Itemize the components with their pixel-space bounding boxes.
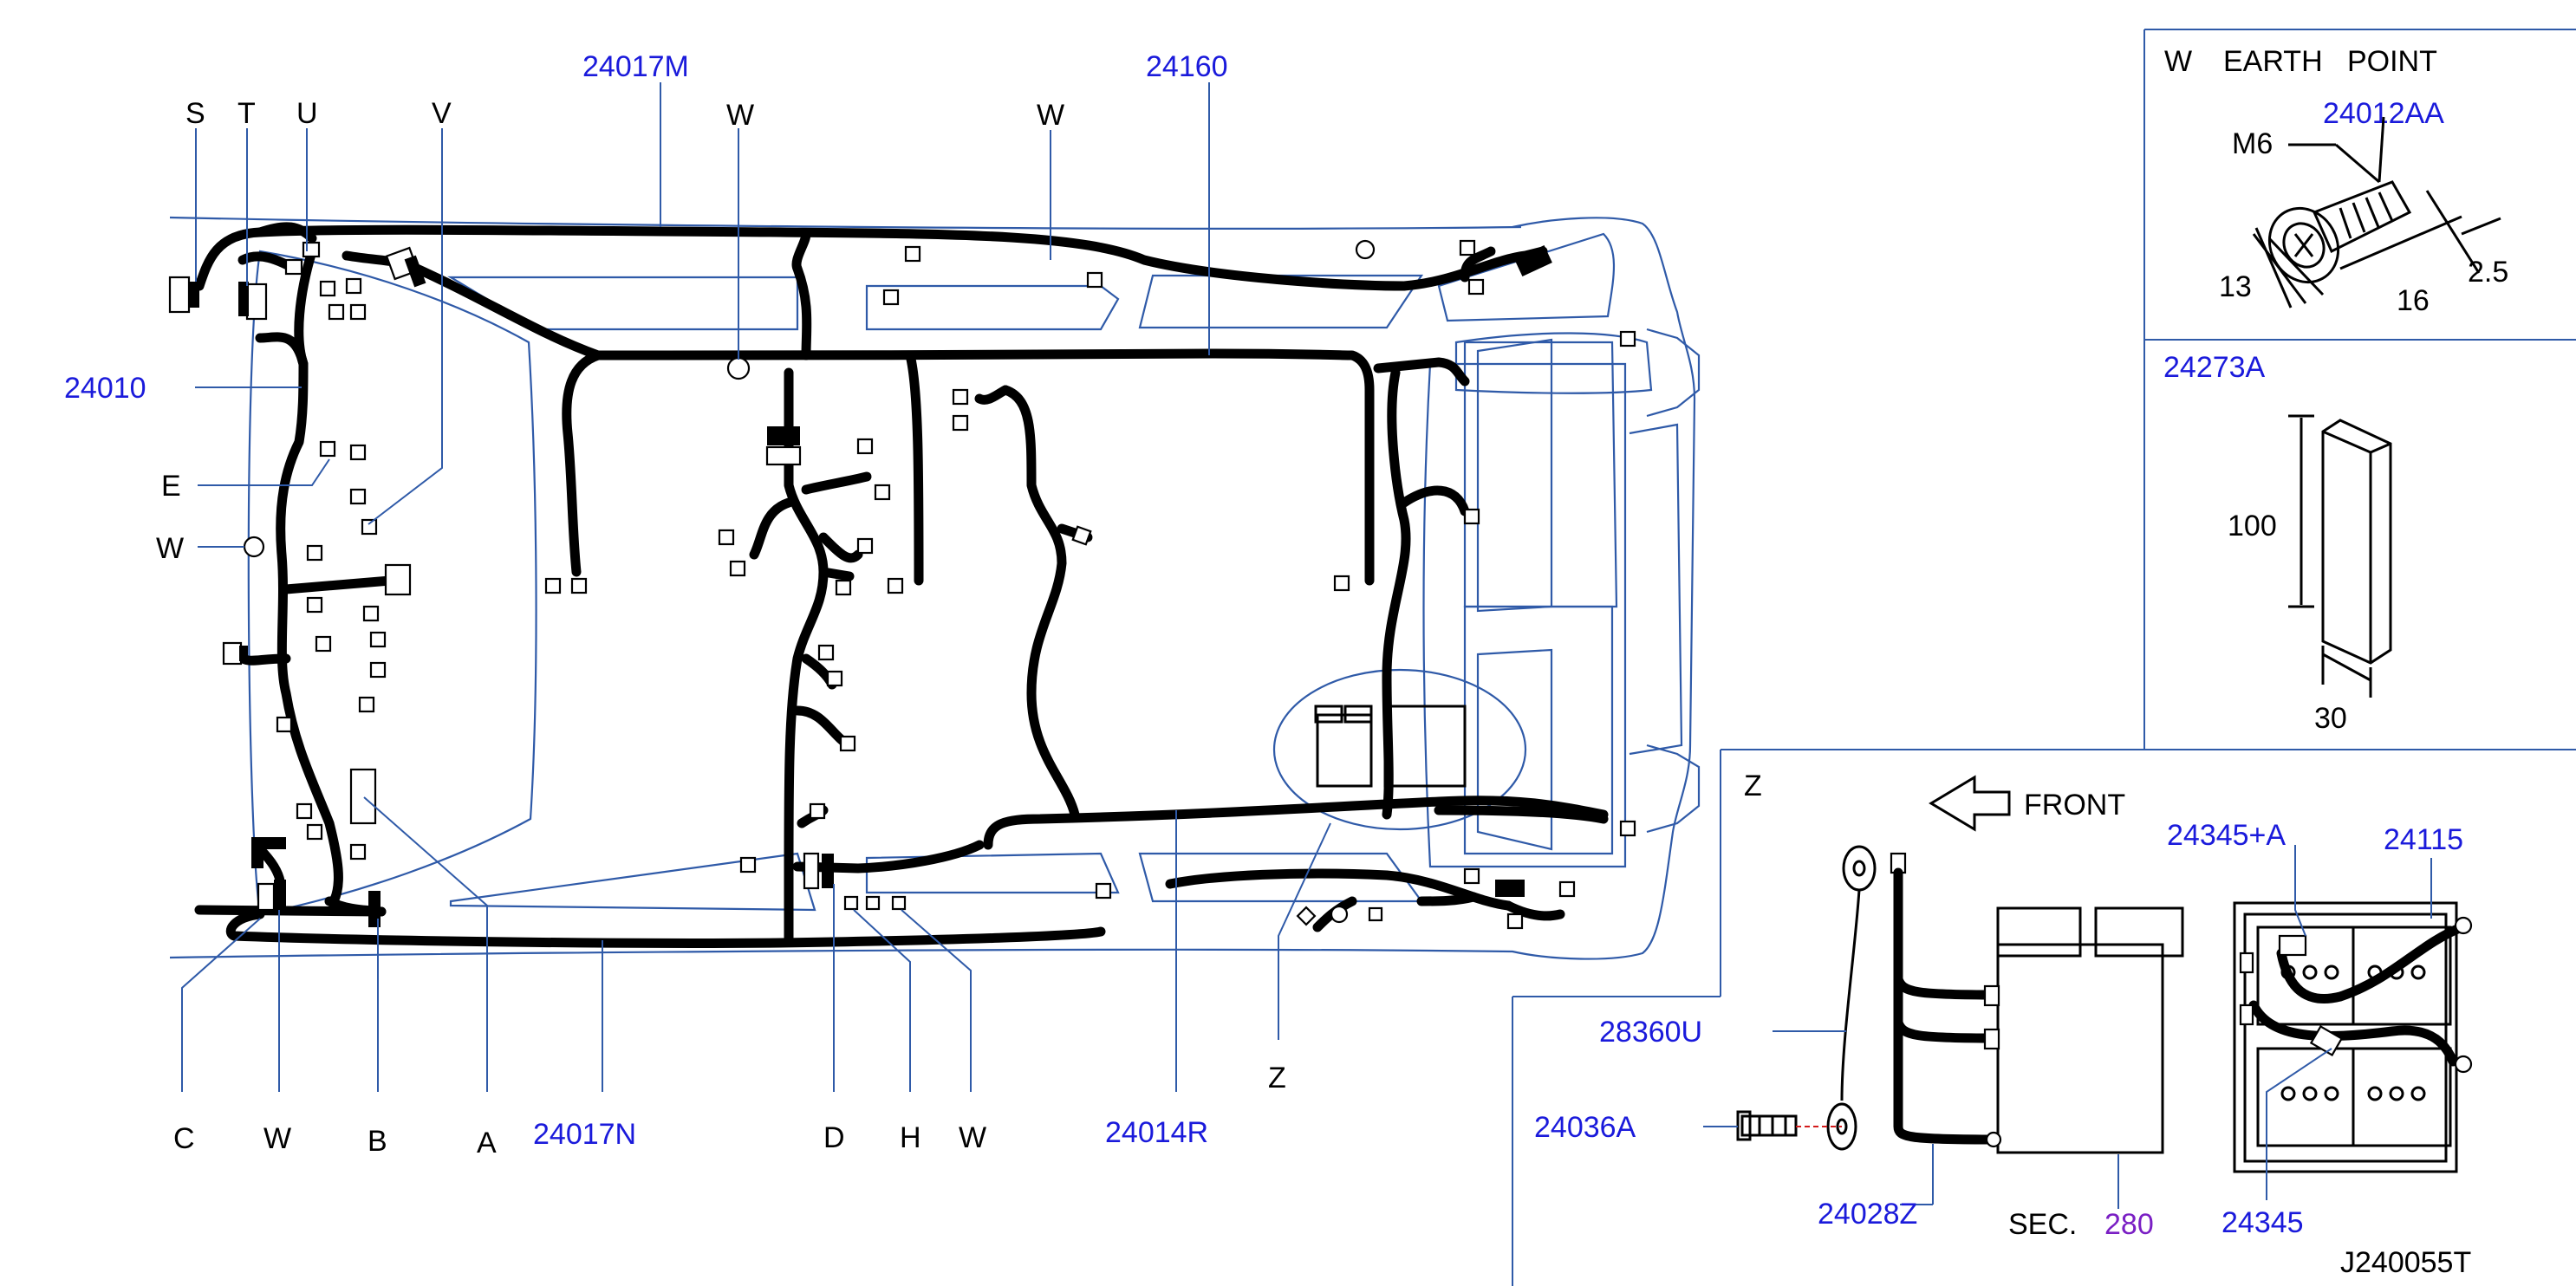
label-S: S: [185, 97, 205, 130]
label-T: T: [237, 97, 256, 130]
detail-z-block-1: [1316, 713, 1373, 788]
label-D: D: [823, 1121, 845, 1154]
label-W-left: W: [156, 532, 184, 565]
battery-cell-circles: [2280, 964, 2426, 1101]
front-arrow-icon: [1929, 775, 2011, 832]
detail-z-panel: Z FRONT 28360U 24036A 24028Z: [1512, 750, 2473, 1286]
dim-13: 13: [2219, 270, 2252, 303]
label-V: V: [432, 97, 452, 130]
harness-24160: [402, 229, 1470, 586]
label-24010: 24010: [64, 372, 146, 405]
sec-number-280: 280: [2104, 1208, 2154, 1241]
label-C: C: [173, 1122, 195, 1155]
dim-100: 100: [2228, 510, 2277, 542]
earth-bolt-drawing: [2252, 180, 2501, 309]
label-W-top-right: W: [1037, 99, 1064, 132]
dim-16: 16: [2397, 284, 2430, 317]
detail-z-letter: Z: [1744, 770, 1762, 802]
earth-point-title: EARTH POINT: [2223, 45, 2437, 78]
label-24345-A: 24345+A: [2167, 819, 2286, 852]
label-28360U: 28360U: [1599, 1016, 1702, 1049]
diagram-code: J240055T: [2340, 1246, 2471, 1279]
label-24028Z: 24028Z: [1818, 1198, 1917, 1231]
label-24036A: 24036A: [1534, 1111, 1636, 1144]
label-W-bottom: W: [263, 1122, 291, 1155]
detail-z-block-1-tab: [1314, 705, 1343, 724]
label-U: U: [296, 97, 318, 130]
front-label: FRONT: [2024, 789, 2125, 822]
harness-24014R: [974, 385, 1609, 850]
main-view-leaders: [181, 82, 1331, 1092]
earth-point-panel: W EARTH POINT 24012AA M6 13 16 2.5: [1721, 29, 2576, 750]
label-24115: 24115: [2384, 823, 2463, 856]
label-24017N: 24017N: [533, 1118, 636, 1151]
label-M6: M6: [2232, 127, 2273, 160]
earth-point-letter: W: [2164, 45, 2192, 78]
pad-panel: 24273A 100 30: [2163, 351, 2392, 735]
dim-2-5: 2.5: [2468, 256, 2508, 289]
label-Z: Z: [1268, 1062, 1286, 1094]
label-W-top-left: W: [726, 99, 754, 132]
label-24345: 24345: [2221, 1206, 2304, 1239]
label-B: B: [368, 1125, 387, 1158]
detail-z-block-1-tab2: [1343, 705, 1373, 724]
detail-z-callout-ellipse: [1272, 668, 1527, 831]
label-H: H: [900, 1121, 921, 1154]
label-24160: 24160: [1146, 50, 1228, 83]
label-24017M: 24017M: [582, 50, 689, 83]
harness-24017N: [194, 905, 1106, 948]
sec-label: SEC.: [2008, 1208, 2077, 1241]
label-A: A: [477, 1127, 497, 1159]
connectors: [168, 239, 1636, 930]
label-E: E: [161, 470, 181, 503]
harness-right-side: [1165, 367, 1609, 932]
label-24273A: 24273A: [2163, 351, 2266, 384]
dim-30: 30: [2314, 702, 2347, 735]
label-W-bottom-right: W: [959, 1121, 986, 1154]
label-24014R: 24014R: [1105, 1116, 1208, 1149]
